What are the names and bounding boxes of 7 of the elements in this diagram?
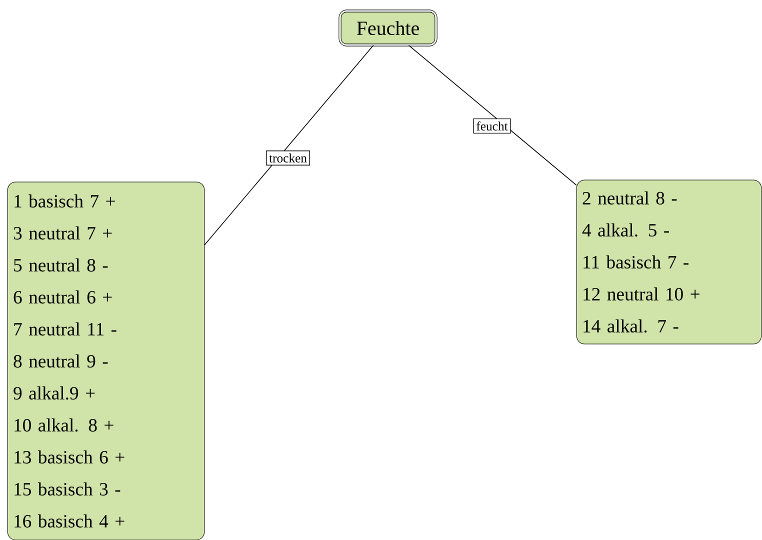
connector-line (408, 44, 577, 186)
edge-label: trocken (266, 150, 310, 166)
leaf-node-box: 1 basisch 7 + 3 neutral 7 + 5 neutral 8 - 6 neutral 6 + 7 neutral 11 - 8 neutral 9 - 9 alkal.9 + 10 alkal. 8 + 13 basisch 6 + 15 basisch 3 - 16 basisch 4 + (7, 182, 205, 540)
leaf-node-box: 2 neutral 8 - 4 alkal. 5 - 11 basisch 7 - 12 neutral 10 + 14 alkal. 7 - (576, 180, 762, 344)
root-node-box: Feuchte (338, 10, 438, 46)
edge-label: feucht (473, 118, 511, 134)
connector-line (204, 44, 374, 246)
